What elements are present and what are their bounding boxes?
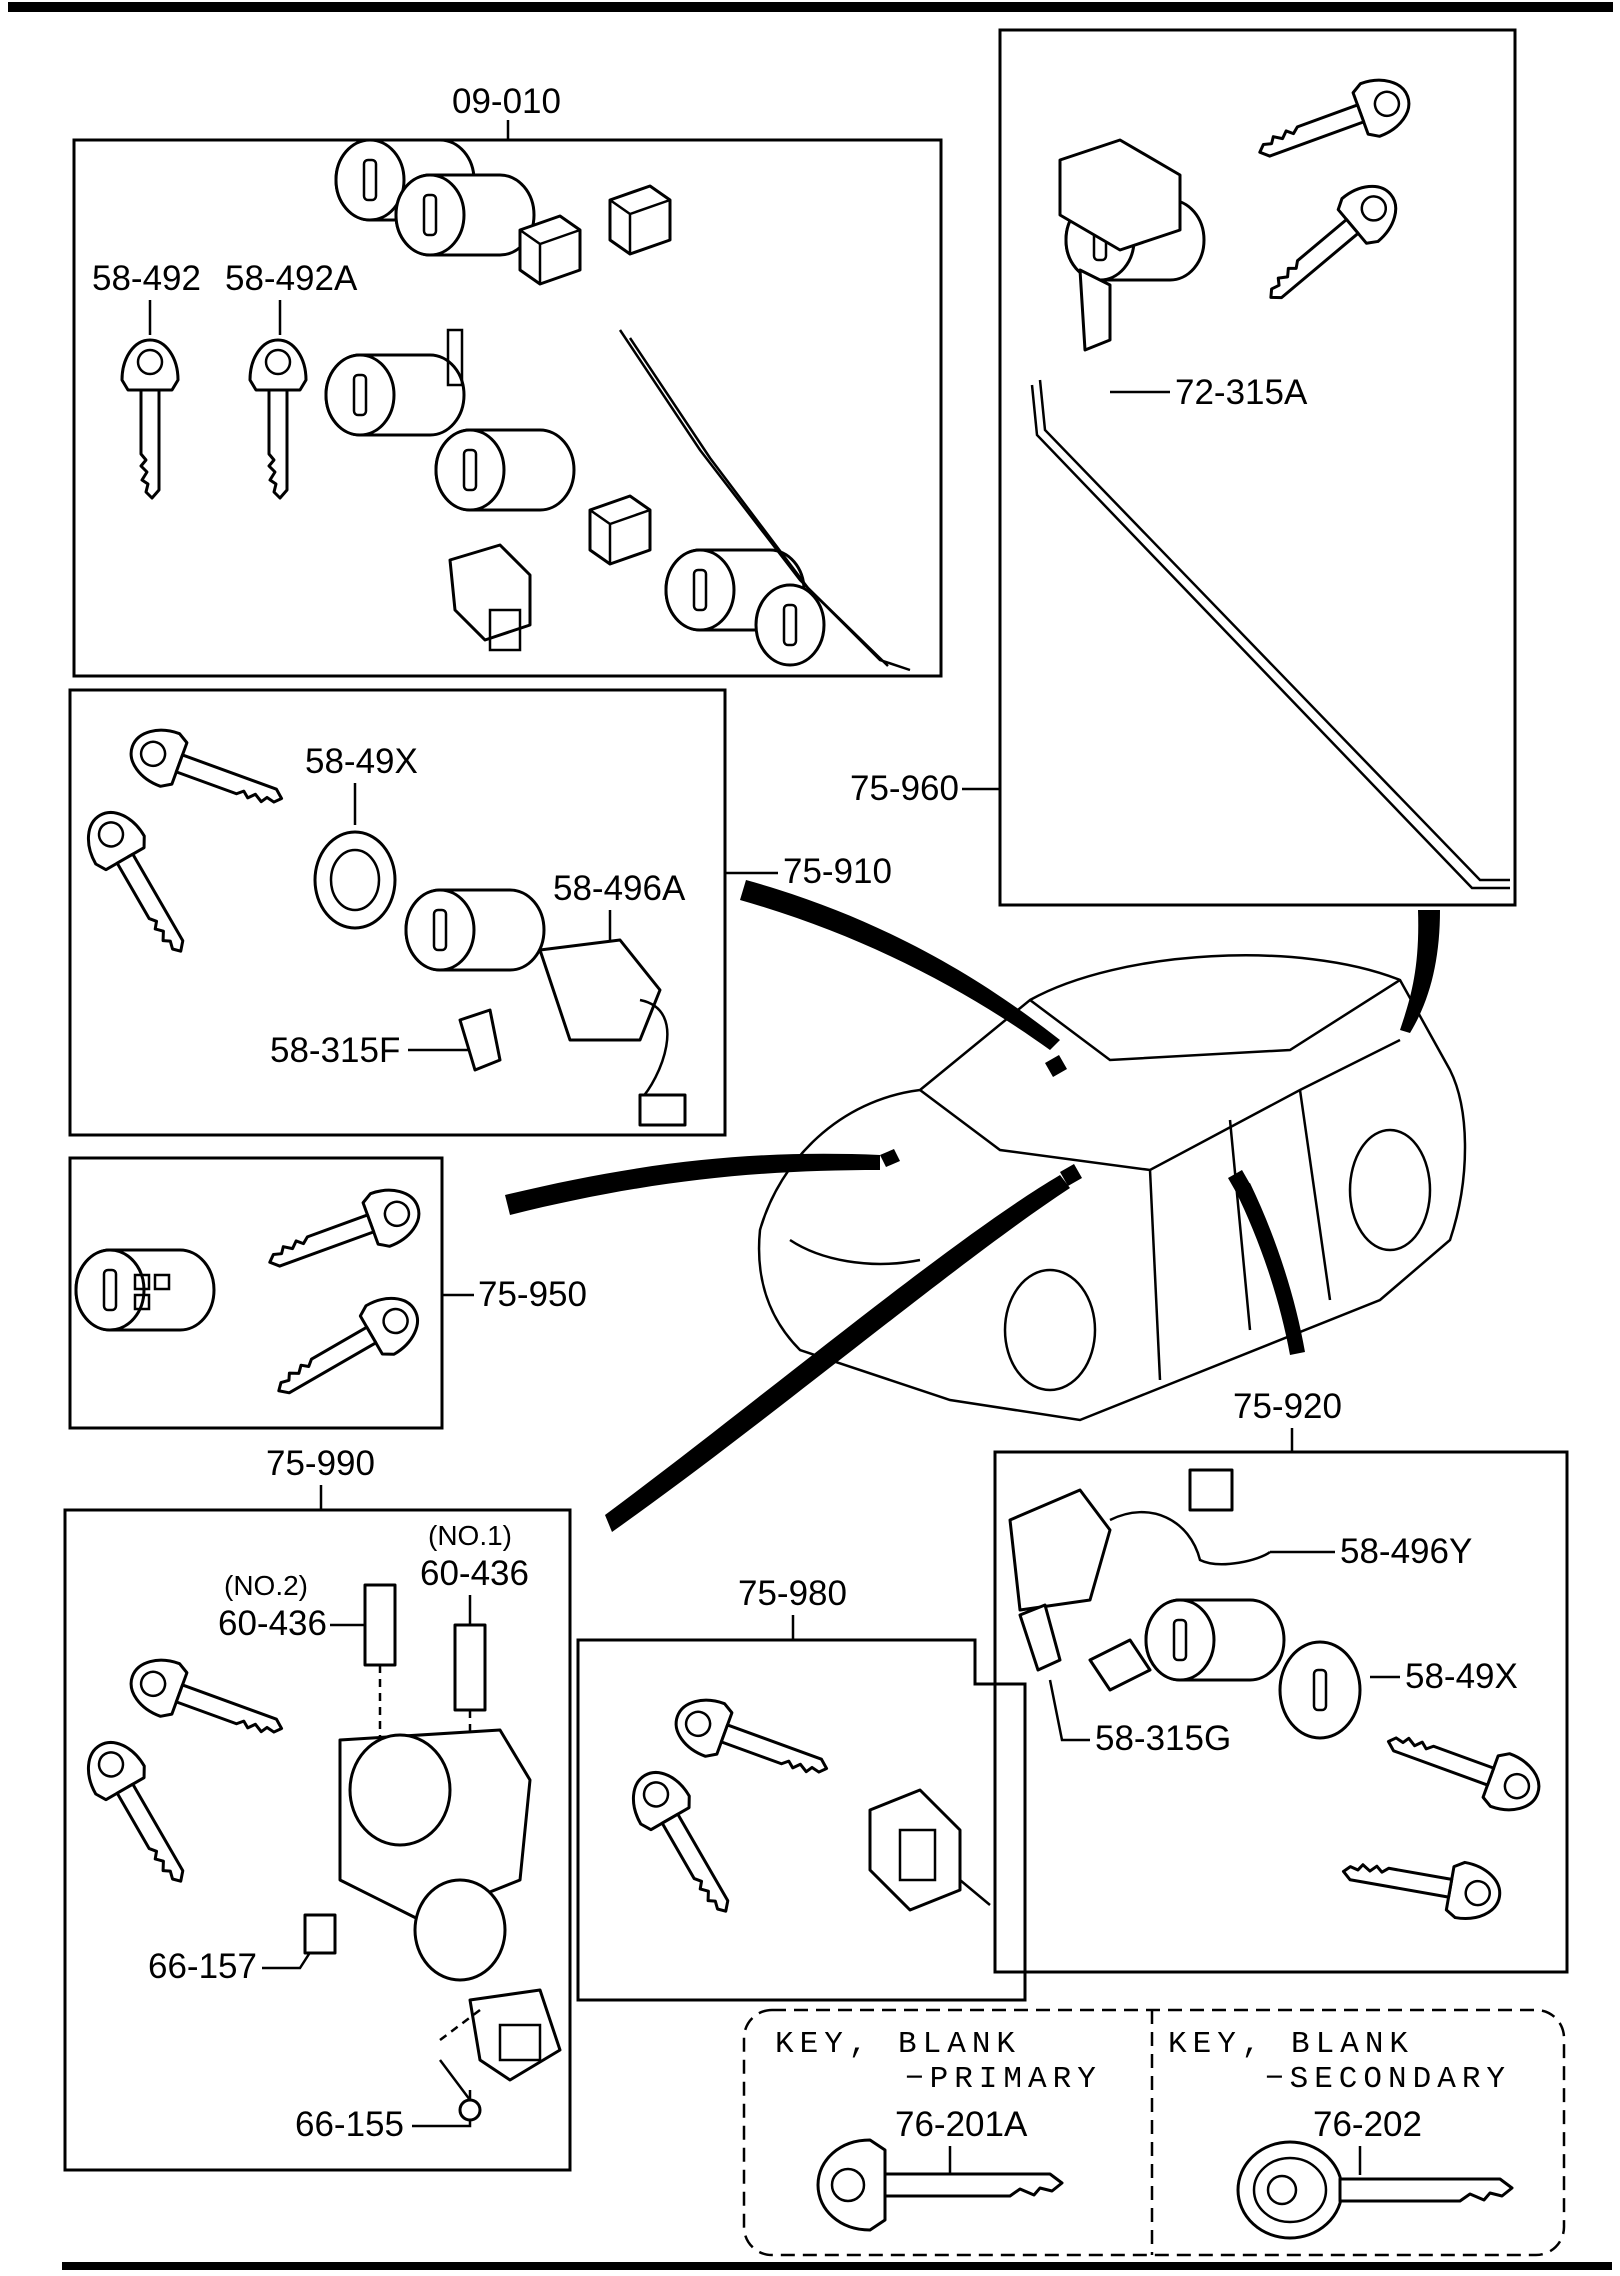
label-75-990: 75-990	[266, 1444, 375, 1483]
arrow-75-920	[1235, 1183, 1305, 1355]
label-09-010: 09-010	[452, 82, 561, 121]
label-75-910: 75-910	[783, 852, 892, 891]
keys-75-950-icon	[258, 1178, 431, 1415]
liftgate-lock-icon	[1030, 138, 1510, 890]
label-60-436-no1: 60-436	[420, 1554, 529, 1593]
door-lock-75-910-icon	[313, 830, 687, 1127]
key-blank-secondary-icon	[1236, 2140, 1514, 2240]
key-blanks-panel: KEY, BLANK −PRIMARY 76-201A KEY, BLANK −…	[742, 2008, 1566, 2257]
key-blank-secondary: KEY, BLANK −SECONDARY 76-202	[1168, 2027, 1514, 2240]
label-75-960: 75-960	[850, 769, 959, 808]
box-75-920	[993, 1450, 1569, 1974]
label-58-492: 58-492	[92, 259, 201, 298]
glove-box-lock-icon	[74, 1248, 216, 1332]
label-76-201a: 76-201A	[895, 2105, 1028, 2144]
steering-lock-icon	[303, 1583, 562, 2122]
box-75-960	[998, 28, 1517, 907]
label-72-315a: 72-315A	[1175, 373, 1308, 412]
top-border	[8, 2, 1613, 12]
key-blank-secondary-title: KEY, BLANK	[1168, 2027, 1414, 2062]
group-75-990: 75-990 (NO.1) 60-436 (NO.2) 60-436 66-15…	[63, 1444, 572, 2172]
label-58-315f: 58-315F	[270, 1031, 400, 1070]
label-75-920: 75-920	[1233, 1387, 1342, 1426]
arrow-75-960	[1400, 910, 1440, 1033]
box-75-910	[68, 688, 727, 1137]
arrow-75-950	[505, 1153, 880, 1215]
keys-75-920-icon	[1337, 1711, 1549, 1927]
group-75-960: 75-960 72-315A	[850, 28, 1517, 907]
keys-75-910-icon	[74, 718, 292, 968]
door-lock-75-920-icon	[1008, 1468, 1362, 1740]
label-58-492a: 58-492A	[225, 259, 358, 298]
key-blank-primary-icon	[816, 2138, 1064, 2232]
label-58-315g: 58-315G	[1095, 1719, 1231, 1758]
keys-75-960-icon	[1248, 68, 1419, 319]
box-75-950	[68, 1156, 444, 1430]
label-58-496a: 58-496A	[553, 869, 686, 908]
connector-75-980-icon	[868, 1788, 991, 1912]
vehicle-illustration-icon	[505, 880, 1467, 1532]
key-58-492a-icon	[248, 338, 308, 500]
key-blank-primary: KEY, BLANK −PRIMARY 76-201A	[775, 2027, 1102, 2232]
ignition-assembly-icon	[324, 138, 911, 672]
group-75-910: 58-49X 58-496A 58-315F 75-910	[68, 688, 892, 1137]
key-blank-primary-title: KEY, BLANK	[775, 2027, 1021, 2062]
key-blanks-dashed-box	[742, 2008, 1566, 2257]
label-no2: (NO.2)	[224, 1570, 308, 1601]
group-75-950: 75-950	[68, 1156, 587, 1430]
group-75-980: 75-980	[576, 1574, 1027, 2002]
group-75-920: 75-920 58-496Y 58-49X 58-315G	[993, 1387, 1569, 1974]
box-75-990	[63, 1508, 572, 2172]
label-75-950: 75-950	[478, 1275, 587, 1314]
key-58-492-icon	[120, 338, 180, 500]
label-60-436-no2: 60-436	[218, 1604, 327, 1643]
keys-75-990-icon	[74, 1648, 292, 1898]
label-66-157: 66-157	[148, 1947, 257, 1986]
group-09-010: 09-010 58-492 58-492A	[72, 82, 943, 678]
key-blank-secondary-subtitle: −SECONDARY	[1265, 2062, 1511, 2097]
label-58-49x-b: 58-49X	[1405, 1657, 1518, 1696]
bottom-border	[62, 2262, 1612, 2270]
label-66-155: 66-155	[295, 2105, 404, 2144]
key-blank-primary-subtitle: −PRIMARY	[905, 2062, 1102, 2097]
box-09-010	[72, 138, 943, 678]
arrow-75-990	[605, 1175, 1070, 1532]
box-75-980	[576, 1638, 1027, 2002]
label-58-49x-a: 58-49X	[305, 742, 418, 781]
label-75-980: 75-980	[738, 1574, 847, 1613]
label-no1: (NO.1)	[428, 1520, 512, 1551]
label-58-496y: 58-496Y	[1340, 1532, 1472, 1571]
keys-75-980-icon	[619, 1688, 837, 1928]
arrow-75-910	[740, 880, 1060, 1050]
label-76-202: 76-202	[1313, 2105, 1422, 2144]
